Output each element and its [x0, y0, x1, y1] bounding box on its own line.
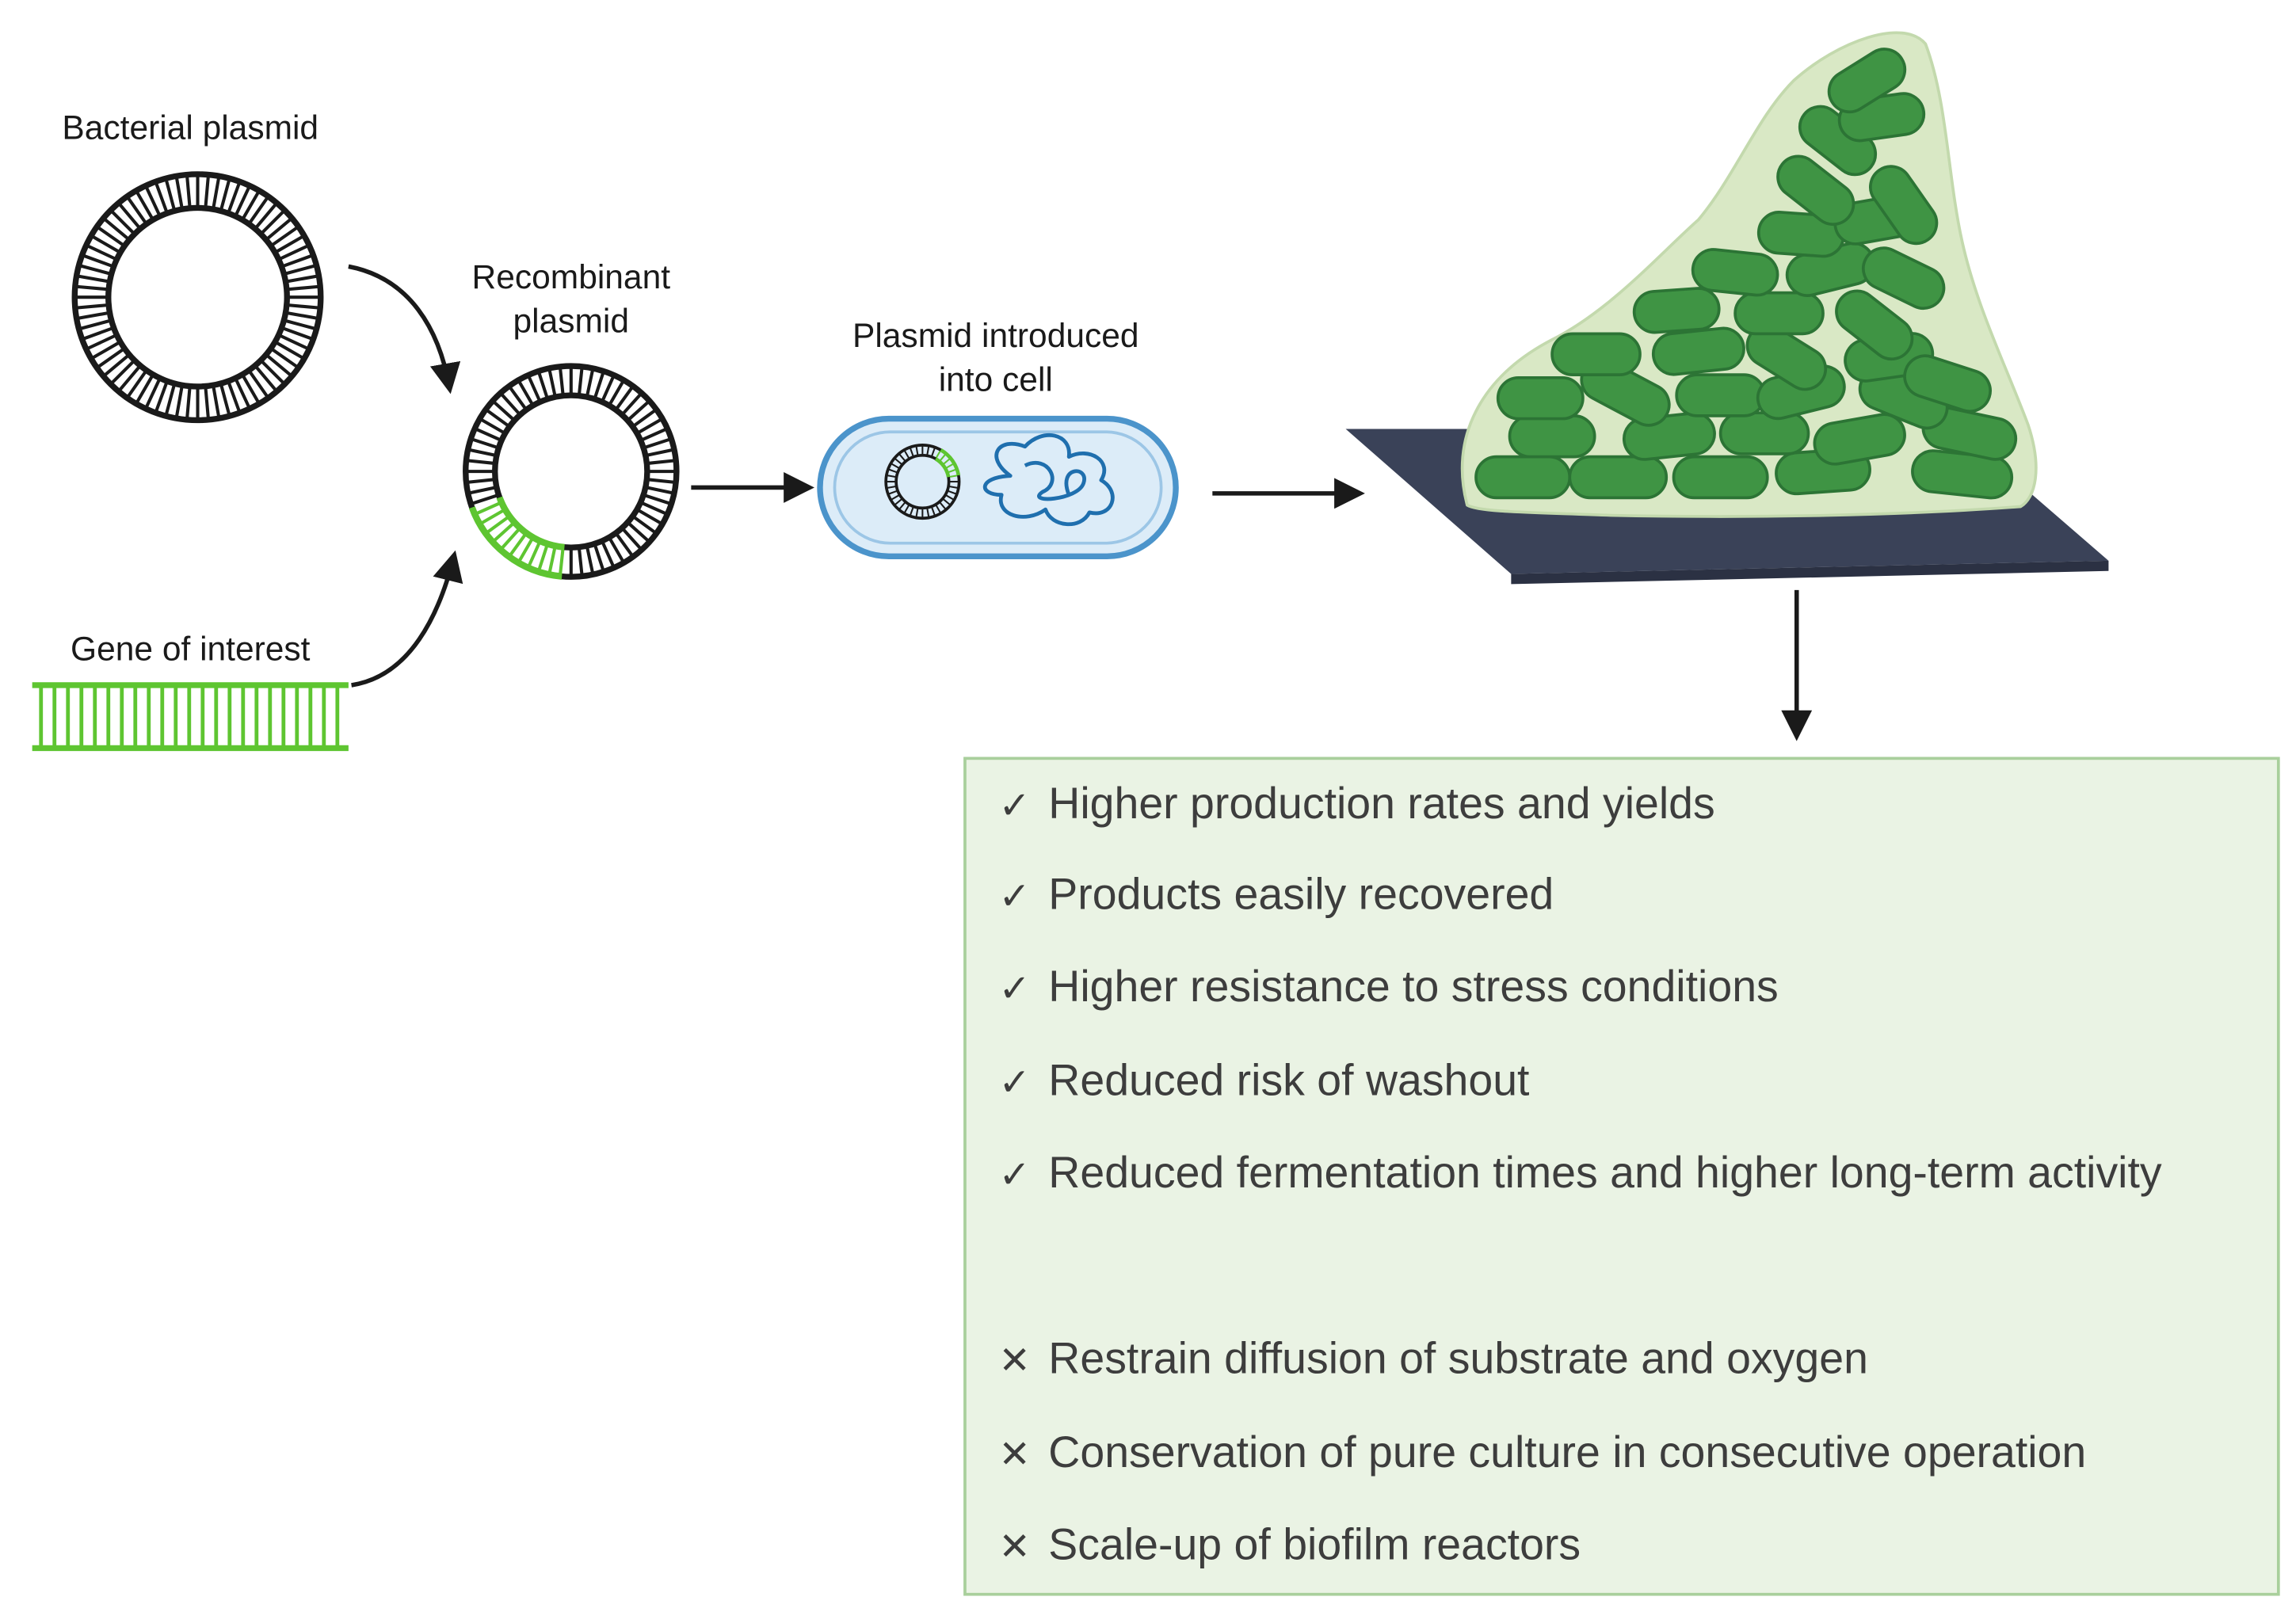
bacterium-rod	[1745, 323, 1828, 391]
cross-icon: ✕	[998, 1523, 1031, 1568]
bacterium-rod	[1568, 455, 1669, 500]
advantage-item: ✓ Reduced fermentation times and higher …	[998, 1149, 2161, 1199]
check-icon: ✓	[998, 873, 1031, 917]
disadvantage-item: ✕ Conservation of pure culture in consec…	[998, 1429, 2086, 1479]
cross-icon: ✕	[998, 1337, 1031, 1381]
bacterium-rod	[1474, 455, 1572, 500]
advantage-text: Products easily recovered	[1048, 871, 1554, 920]
bacterium-rod	[1835, 289, 1914, 361]
advantage-text: Higher resistance to stress conditions	[1048, 963, 1779, 1012]
gene-of-interest-label: Gene of interest	[71, 629, 311, 668]
gene-of-interest-icon	[32, 682, 349, 752]
disadvantage-item: ✕ Scale-up of biofilm reactors	[998, 1521, 1581, 1571]
check-icon: ✓	[998, 965, 1031, 1010]
advantage-item: ✓ Reduced risk of washout	[998, 1057, 1529, 1107]
recombinant-plasmid-icon	[463, 363, 680, 580]
advantage-item: ✓ Higher production rates and yields	[998, 780, 1714, 830]
advantage-text: Reduced risk of washout	[1048, 1057, 1530, 1106]
recombinant-plasmid-label-line2: plasmid	[513, 301, 630, 340]
bacterial-plasmid-label: Bacterial plasmid	[62, 108, 319, 147]
bacterium-rod	[1675, 373, 1766, 417]
bacterium-rod	[1862, 246, 1946, 311]
chromosome-dna-icon	[982, 433, 1115, 527]
check-icon: ✓	[998, 782, 1031, 827]
plasmid-introduced-label-line1: Plasmid introduced	[852, 316, 1139, 355]
disadvantage-text: Conservation of pure culture in consecut…	[1048, 1428, 2087, 1477]
bacterium-rod	[1508, 414, 1596, 459]
bacterium-rod	[1869, 165, 1939, 246]
advantage-item: ✓ Products easily recovered	[998, 871, 1554, 921]
bacterium-rod	[1827, 48, 1907, 114]
recombinant-plasmid-label-line1: Recombinant	[471, 257, 671, 296]
advantage-text: Higher production rates and yields	[1048, 780, 1715, 829]
advantage-text: Reduced fermentation times and higher lo…	[1048, 1149, 2162, 1198]
bacterial-cell-icon	[817, 415, 1179, 560]
plasmid-to-recombinant-arrow	[348, 264, 461, 394]
cross-icon: ✕	[998, 1431, 1031, 1476]
biofilm-icon	[1345, 31, 2109, 585]
bacterium-rod	[1691, 248, 1779, 297]
check-icon: ✓	[998, 1151, 1031, 1196]
bacterium-rod	[1496, 375, 1585, 421]
bacterium-rod	[1550, 332, 1642, 376]
outcomes-panel: ✓ Higher production rates and yields ✓ P…	[963, 756, 2280, 1596]
disadvantage-text: Scale-up of biofilm reactors	[1048, 1521, 1581, 1570]
check-icon: ✓	[998, 1059, 1031, 1103]
disadvantage-text: Restrain diffusion of substrate and oxyg…	[1048, 1335, 1868, 1384]
plasmid-introduced-label-line2: into cell	[938, 360, 1053, 398]
bacterial-plasmid-icon	[71, 171, 324, 424]
bacterium-rod	[1672, 455, 1769, 500]
gene-to-recombinant-arrow	[351, 550, 463, 688]
advantage-item: ✓ Higher resistance to stress conditions	[998, 963, 1778, 1013]
bacterium-rod	[1718, 411, 1810, 455]
bacterium-rod	[1651, 326, 1745, 376]
bacterium-rod	[1776, 154, 1855, 227]
disadvantage-item: ✕ Restrain diffusion of substrate and ox…	[998, 1336, 1867, 1385]
bacterium-rod	[1733, 291, 1825, 336]
bacterium-rod	[1813, 413, 1906, 466]
bacterium-rod	[1903, 354, 1992, 413]
bacterium-rod	[1632, 287, 1721, 334]
